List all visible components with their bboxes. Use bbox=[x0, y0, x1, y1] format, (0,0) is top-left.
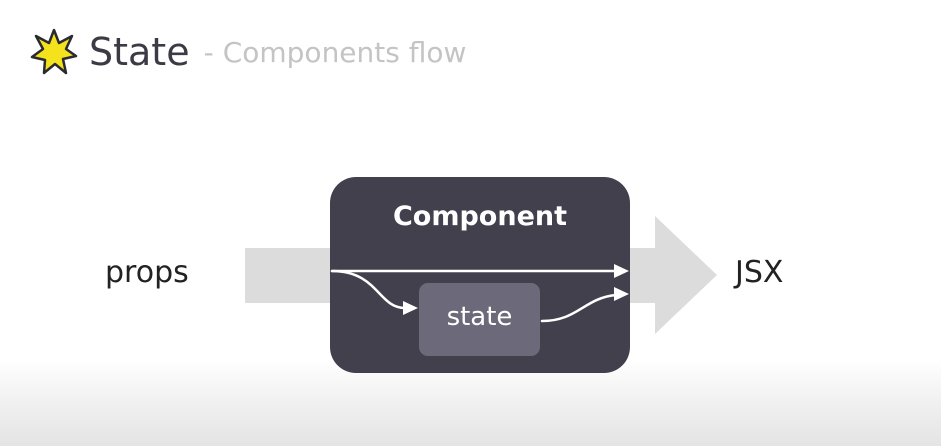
props-to-state-line bbox=[330, 269, 407, 310]
subtitle-text: Components flow bbox=[222, 35, 467, 69]
arrowhead-jsx-bottom bbox=[614, 287, 629, 301]
state-box: state bbox=[419, 283, 540, 356]
state-label: state bbox=[446, 302, 513, 332]
internal-flow-arrows bbox=[330, 264, 629, 323]
props-label: props bbox=[105, 255, 189, 290]
arrowhead-state bbox=[403, 301, 418, 315]
state-to-jsx-line bbox=[540, 293, 618, 323]
component-box: Component state bbox=[330, 177, 630, 373]
jsx-label: JSX bbox=[735, 255, 784, 290]
title-separator: - bbox=[203, 35, 214, 69]
title-text: State bbox=[89, 30, 190, 74]
component-title: Component bbox=[392, 201, 568, 232]
arrowhead-jsx-top bbox=[614, 264, 629, 278]
slide-title: State - Components flow bbox=[30, 28, 466, 76]
star-burst-icon bbox=[30, 28, 78, 75]
